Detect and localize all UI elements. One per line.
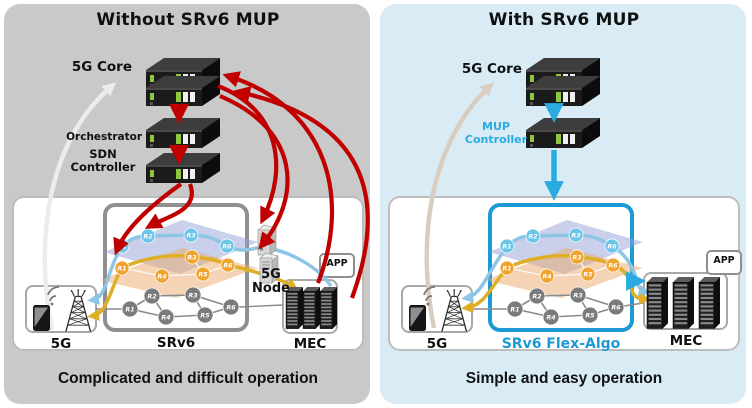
left-sdn-controller-label: SDN Controller — [70, 147, 136, 174]
left-panel-title: Without SRv6 MUP — [96, 10, 280, 30]
left-app-label: APP — [326, 258, 348, 269]
left-caption: Complicated and difficult operation — [57, 370, 319, 387]
left-5g-access-box — [25, 285, 97, 333]
left-mec-label: MEC — [293, 336, 327, 352]
right-5g-label: 5G — [426, 336, 448, 352]
right-mup-controller-label: MUP Controller — [464, 120, 528, 146]
right-5g-core-label: 5G Core — [461, 61, 522, 77]
right-mec-label: MEC — [669, 333, 703, 349]
left-5g-core-label: 5G Core — [71, 59, 132, 75]
left-srv6-label: SRv6 — [156, 335, 196, 351]
left-5g-label: 5G — [50, 336, 72, 352]
left-orchestrator-label: Orchestrator — [66, 131, 142, 143]
left-srv6-network-box — [103, 203, 249, 332]
left-app-box: APP — [319, 253, 355, 278]
panel-without-srv6-mup: APP — [4, 4, 370, 404]
right-srv6-flexalgo-box — [488, 203, 634, 332]
left-5g-node-label: 5G Node — [252, 267, 290, 297]
right-flexalgo-label: SRv6 Flex-Algo — [501, 336, 621, 352]
right-5g-access-box — [401, 285, 473, 333]
right-panel-title: With SRv6 MUP — [488, 10, 640, 30]
right-app-label: APP — [713, 255, 735, 266]
right-app-box: APP — [706, 250, 742, 275]
right-caption: Simple and easy operation — [465, 370, 663, 387]
panel-with-srv6-mup: APP — [376, 0, 752, 408]
right-mec-box — [643, 272, 728, 330]
